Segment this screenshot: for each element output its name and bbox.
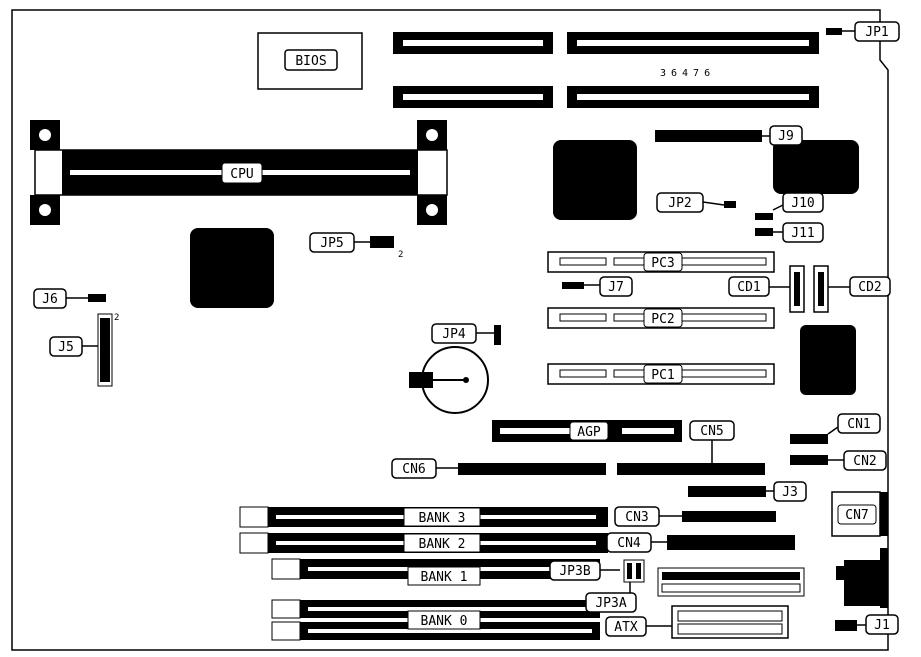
- jp1-jumper: JP1: [826, 21, 900, 42]
- bank0-label: BANK 0: [421, 614, 468, 629]
- cn2-label: CN2: [853, 454, 876, 469]
- io-header: [657, 567, 805, 597]
- cpu-slot: CPU: [30, 120, 448, 225]
- jp4-jumper: JP4: [431, 323, 501, 345]
- j9-label: J9: [778, 129, 794, 144]
- agp-label: AGP: [577, 425, 601, 440]
- pc3-label: PC3: [651, 256, 674, 271]
- j9-header: J9: [655, 125, 803, 146]
- jp3b-label: JP3B: [559, 564, 590, 579]
- cd2-label: CD2: [858, 280, 881, 295]
- atx-label: ATX: [614, 620, 638, 635]
- pci-slot-pc3: PC3: [547, 251, 775, 273]
- j11-label: J11: [791, 226, 814, 241]
- cpu-label: CPU: [230, 167, 253, 182]
- agp-slot: AGP: [492, 420, 682, 442]
- bios-label: BIOS: [295, 54, 326, 69]
- svg-text:2: 2: [398, 250, 403, 260]
- j1-header: J1: [835, 614, 899, 635]
- bank1-label: BANK 1: [421, 570, 468, 585]
- cn4-connector: CN4: [606, 532, 795, 553]
- cn7-connector: CN7: [831, 491, 888, 537]
- jp1-label: JP1: [865, 25, 888, 40]
- board-serial: 36476: [660, 68, 715, 79]
- jp2-label: JP2: [668, 196, 691, 211]
- cd2-connector: CD2: [813, 265, 891, 313]
- top-slots: 36476: [393, 32, 819, 108]
- dimm-bank-extra: [271, 599, 600, 619]
- jp3b-jumper: JP3B: [549, 559, 645, 583]
- bank3-label: BANK 3: [419, 511, 466, 526]
- dimm-bank-0: BANK 0: [271, 610, 600, 641]
- dimm-bank-1: BANK 1: [271, 558, 600, 586]
- pc1-label: PC1: [651, 368, 674, 383]
- chipset: [190, 140, 859, 395]
- j7-label: J7: [608, 280, 624, 295]
- pc2-label: PC2: [651, 312, 674, 327]
- cn2-connector: CN2: [790, 450, 887, 471]
- jp2-jumper: JP2: [656, 192, 736, 213]
- bios-chip: BIOS: [257, 32, 363, 90]
- j6-label: J6: [42, 292, 58, 307]
- j5-label: J5: [58, 340, 74, 355]
- dimm-bank-3: BANK 3: [239, 506, 608, 528]
- cn3-label: CN3: [625, 510, 648, 525]
- dimm-bank-2: BANK 2: [239, 532, 608, 554]
- j11-header: J11: [755, 222, 824, 243]
- cn5-connector: CN5: [617, 420, 765, 475]
- cn5-label: CN5: [700, 424, 723, 439]
- bank2-label: BANK 2: [419, 537, 466, 552]
- jp5-jumper: JP5 2: [309, 232, 403, 260]
- j3-header: J3: [688, 481, 807, 502]
- j6-header: J6: [33, 288, 106, 309]
- cn6-connector: CN6: [391, 458, 606, 479]
- j10-label: J10: [791, 196, 814, 211]
- cn1-connector: CN1: [790, 413, 881, 444]
- j5-header: J5 2: [49, 313, 119, 387]
- serial-port: [836, 548, 888, 608]
- cd1-label: CD1: [737, 280, 760, 295]
- atx-connector: ATX: [605, 605, 789, 639]
- j3-label: J3: [782, 485, 798, 500]
- cd1-connector: CD1: [728, 265, 805, 313]
- cn1-label: CN1: [847, 417, 870, 432]
- cn4-label: CN4: [617, 536, 641, 551]
- jp5-label: JP5: [320, 236, 343, 251]
- jp3a-label: JP3A: [595, 596, 626, 611]
- j10-header: J10: [755, 192, 824, 220]
- cn6-label: CN6: [402, 462, 425, 477]
- svg-text:2: 2: [114, 313, 119, 323]
- battery: [409, 346, 489, 414]
- j7-header: J7: [562, 276, 633, 297]
- cn7-label: CN7: [845, 508, 868, 523]
- j1-label: J1: [874, 618, 890, 633]
- jp3a-jumper: JP3A: [585, 582, 637, 613]
- pci-slot-pc2: PC2: [547, 307, 775, 329]
- pci-slot-pc1: PC1: [547, 363, 775, 385]
- cn3-connector: CN3: [614, 506, 776, 527]
- jp4-label: JP4: [442, 327, 466, 342]
